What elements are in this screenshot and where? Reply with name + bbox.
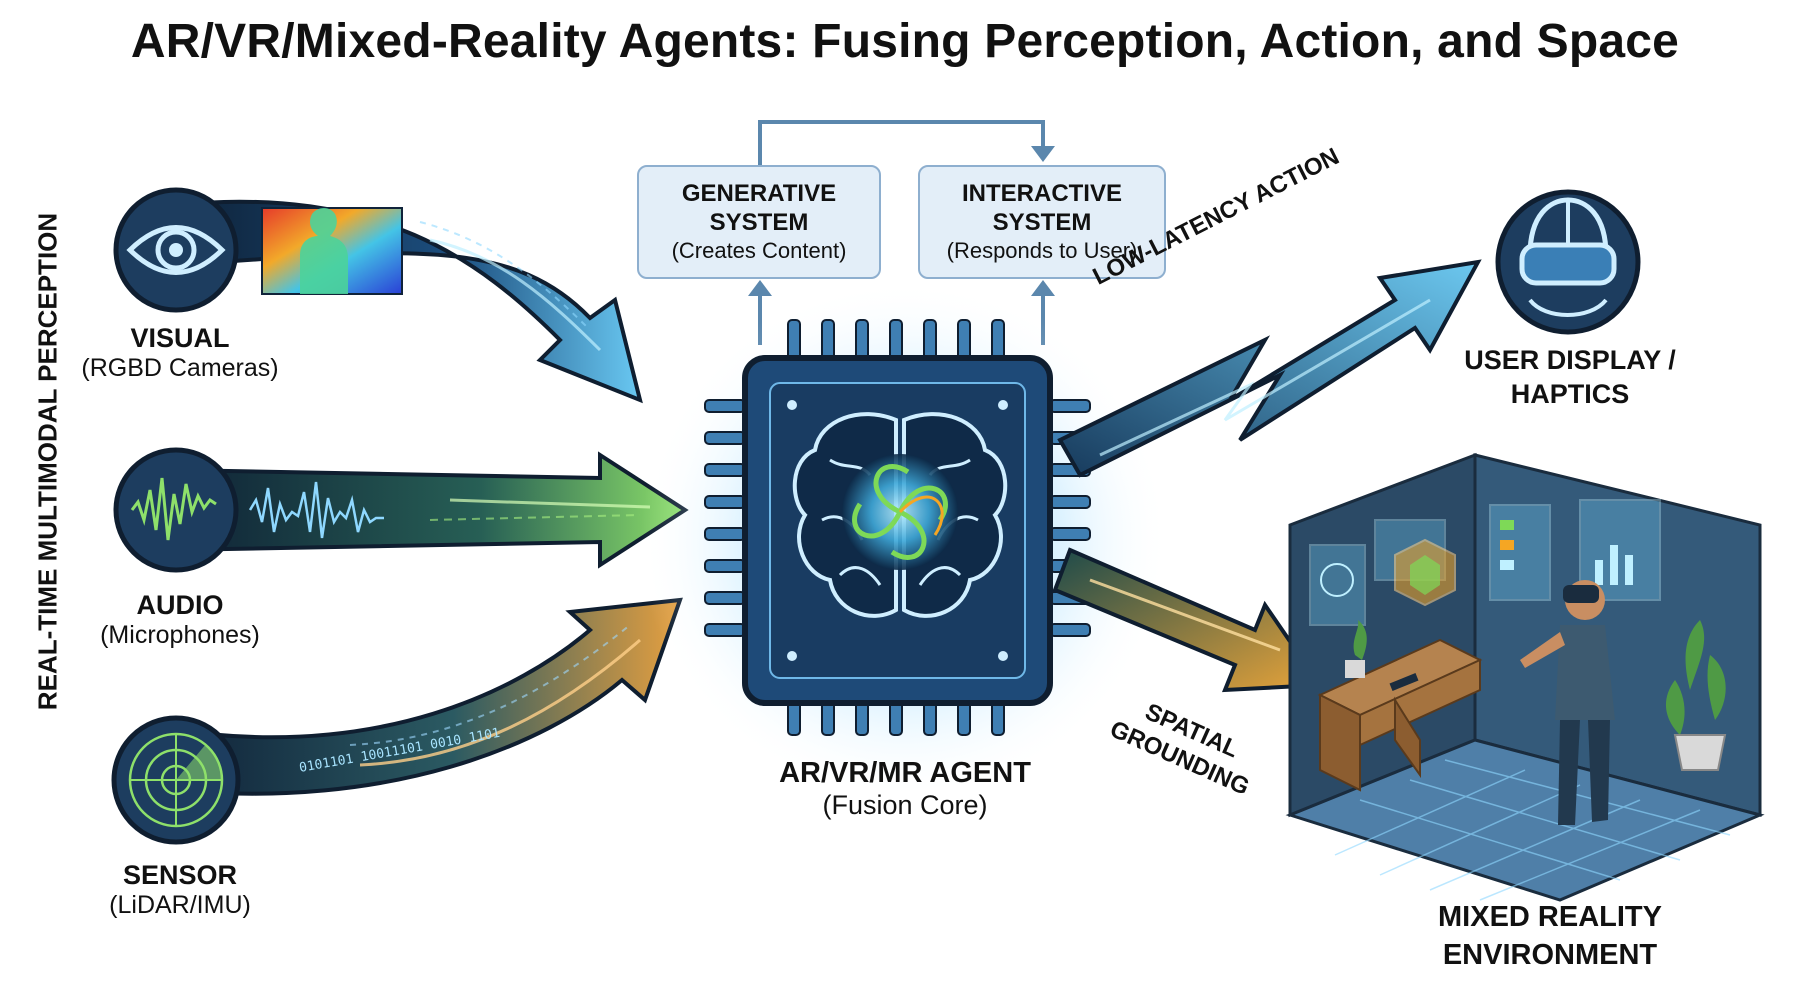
audio-input-label: AUDIO (Microphones): [60, 590, 300, 650]
waveform-icon: [113, 447, 239, 573]
sensor-input-desc: (LiDAR/IMU): [109, 891, 251, 919]
visual-input-name: VISUAL: [130, 323, 230, 353]
user-display-name: USER DISPLAY / HAPTICS: [1464, 345, 1676, 409]
core-desc: (Fusion Core): [822, 790, 988, 820]
environment-label: MIXED REALITY ENVIRONMENT: [1400, 898, 1700, 974]
interactive-system-desc: (Responds to User): [946, 238, 1138, 263]
eye-icon: [113, 187, 239, 313]
page-title: AR/VR/Mixed-Reality Agents: Fusing Perce…: [130, 15, 1680, 68]
mixed-reality-room-illustration: [1285, 452, 1765, 902]
sensor-input-label: SENSOR (LiDAR/IMU): [60, 860, 300, 920]
user-display-label: USER DISPLAY / HAPTICS: [1440, 343, 1700, 411]
audio-input-name: AUDIO: [136, 590, 224, 620]
core-name: AR/VR/MR AGENT: [779, 757, 1031, 789]
vr-headset-icon: [1495, 189, 1641, 335]
perception-axis-label: REAL-TIME MULTIMODAL PERCEPTION: [32, 212, 63, 711]
core-label: AR/VR/MR AGENT (Fusion Core): [740, 757, 1070, 821]
audio-input-desc: (Microphones): [100, 621, 260, 649]
sensor-input-name: SENSOR: [122, 860, 238, 890]
radar-icon: [111, 715, 241, 845]
spatial-grounding-arrow: [1052, 547, 1324, 693]
interactive-system-name: INTERACTIVE SYSTEM: [961, 180, 1122, 236]
interactive-system-box: INTERACTIVE SYSTEM (Responds to User): [918, 165, 1166, 279]
generative-system-box: GENERATIVE SYSTEM (Creates Content): [637, 165, 881, 279]
visual-input-desc: (RGBD Cameras): [81, 354, 279, 382]
environment-name: MIXED REALITY ENVIRONMENT: [1438, 901, 1662, 971]
generative-system-desc: (Creates Content): [671, 238, 847, 263]
brain-chip-icon: [792, 412, 1008, 618]
depth-camera-silhouette: [300, 208, 348, 294]
visual-input-label: VISUAL (RGBD Cameras): [60, 323, 300, 383]
sensor-stream-arrow: [173, 597, 683, 796]
low-latency-action-arrow: [1057, 259, 1482, 478]
audio-stream-arrow: [173, 451, 689, 569]
generative-system-name: GENERATIVE SYSTEM: [681, 180, 837, 236]
